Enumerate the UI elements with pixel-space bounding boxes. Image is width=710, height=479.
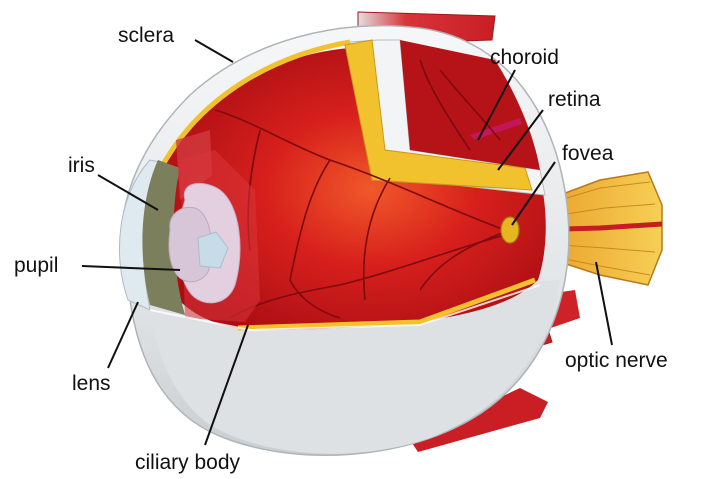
leader-sclera [195,40,233,62]
label-iris: iris [68,154,95,177]
label-optic-nerve: optic nerve [565,349,668,372]
label-lens: lens [72,372,111,395]
label-sclera: sclera [118,24,174,47]
label-choroid: choroid [490,46,559,69]
label-pupil: pupil [14,254,58,277]
label-retina: retina [548,88,601,111]
leader-lens [108,302,138,368]
label-fovea: fovea [562,142,614,165]
fovea-spot [501,217,519,243]
label-ciliary-body: ciliary body [135,451,241,474]
